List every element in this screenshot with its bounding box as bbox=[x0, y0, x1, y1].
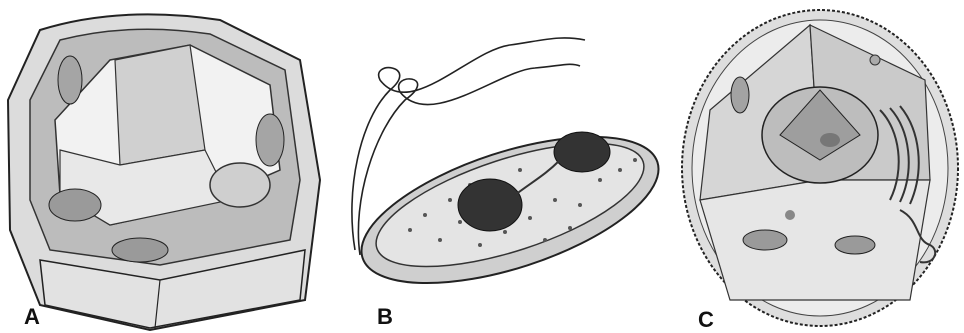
plant-cell-drawing bbox=[0, 0, 330, 333]
chloroplast bbox=[256, 114, 284, 166]
figure-label-b: B bbox=[377, 306, 393, 328]
nucleolus bbox=[820, 133, 840, 147]
mitochondrion bbox=[731, 77, 749, 113]
figure-label-c: C bbox=[698, 309, 714, 331]
figure-a-plant-cell: A bbox=[0, 0, 330, 333]
mitochondrion bbox=[743, 230, 787, 250]
figure-c-animal-cell: C bbox=[670, 0, 964, 333]
figure-label-a: A bbox=[24, 306, 40, 328]
chloroplast bbox=[58, 56, 82, 104]
mitochondrion bbox=[835, 236, 875, 254]
vesicle bbox=[870, 55, 880, 65]
cutaway-floor bbox=[700, 180, 930, 300]
cutaway-face bbox=[115, 45, 205, 165]
animal-cell-drawing bbox=[670, 0, 964, 333]
nucleus bbox=[210, 163, 270, 207]
bacterial-cell-drawing bbox=[330, 0, 670, 333]
vesicle bbox=[785, 210, 795, 220]
figure-b-bacterial-cell: B bbox=[330, 0, 670, 333]
chloroplast bbox=[112, 238, 168, 262]
nucleoid bbox=[554, 132, 610, 172]
chloroplast bbox=[49, 189, 101, 221]
nucleoid bbox=[458, 179, 522, 231]
